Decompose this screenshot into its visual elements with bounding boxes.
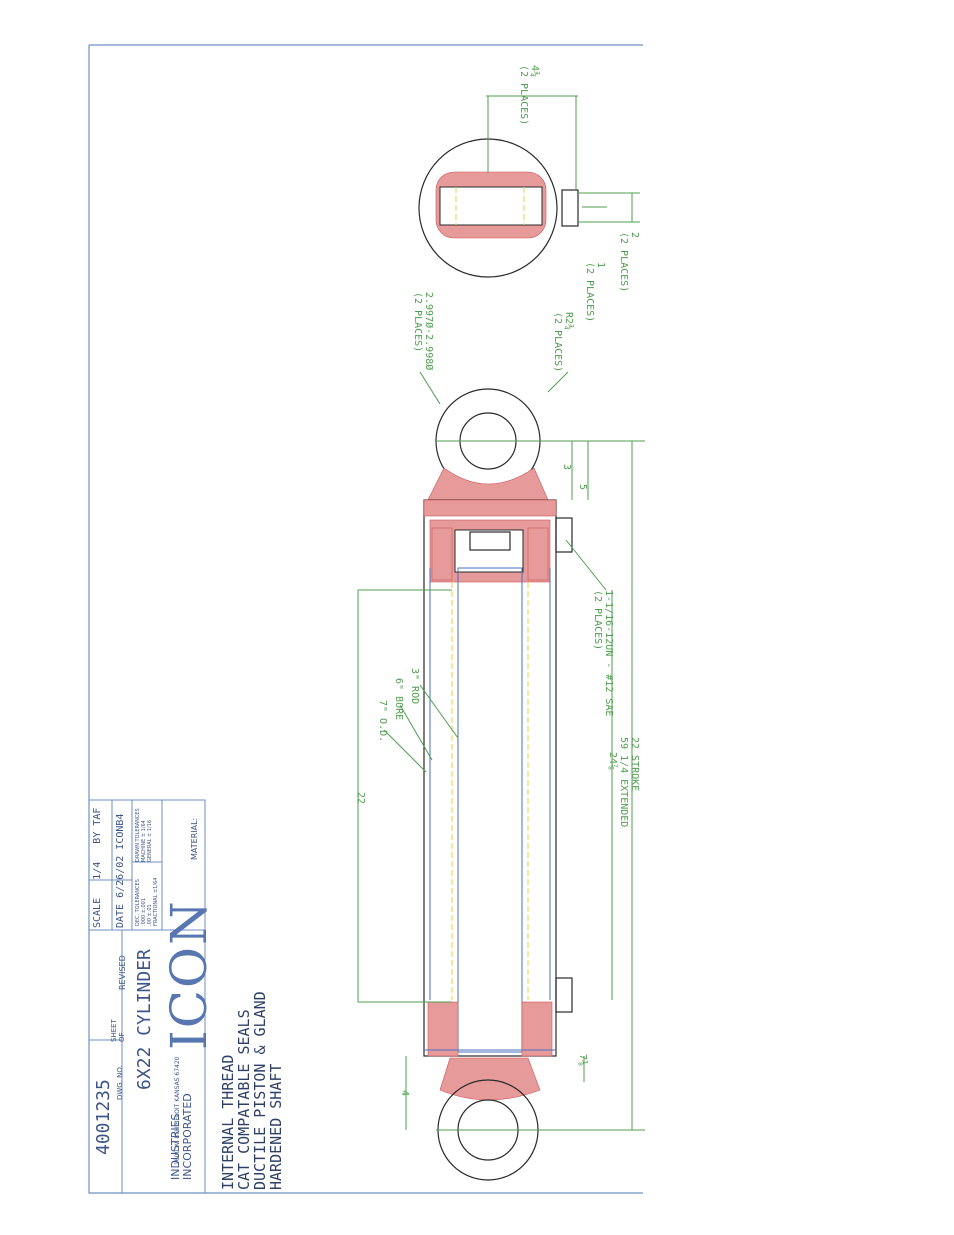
notes-block: INTERNAL THREAD CAT COMPATABLE SEALS DUC… <box>219 930 285 1190</box>
dim-pin-bore: 2.997Ø-2.998Ø (2 PLACES) <box>412 292 434 370</box>
tol-left-line: GENERAL ± 1/16 <box>147 819 153 862</box>
date-value: 6/26/02 <box>115 855 126 898</box>
dim-text: 2.997Ø-2.998Ø <box>423 292 434 371</box>
dim-22: 22 <box>355 792 366 805</box>
dimension-lines <box>357 371 633 1130</box>
dim-text: 22 STROKE <box>629 737 640 792</box>
dim-text: R2¾ <box>563 312 574 331</box>
scale-row: SCALE 1/4 BY TAF <box>92 808 103 928</box>
dim-radius: R2¾ (2 PLACES) <box>552 312 574 372</box>
end-view <box>418 95 640 278</box>
dim-text: 59 1/4 EXTENDED <box>618 737 629 828</box>
note-line: CAT COMPATABLE SEALS <box>235 1009 253 1190</box>
dim-rod: 3" ROD <box>409 668 420 705</box>
of-label-text: OF <box>118 1032 126 1042</box>
dim-text: 2 <box>629 232 640 239</box>
scale-value: 1/4 <box>92 861 103 880</box>
dim-7: 7⅜ <box>577 1054 588 1067</box>
scale-label: SCALE <box>92 897 103 928</box>
note-line: HARDENED SHAFT <box>267 1063 285 1190</box>
drawing-title: 6X22 CYLINDER <box>134 949 155 1090</box>
dim-3: 3 <box>561 464 572 471</box>
dim-port: 1-1/16-12UN - #12 SAE (2 PLACES) <box>592 590 614 716</box>
title-block-frame <box>88 799 206 1194</box>
logo-text: ICON <box>160 899 218 1050</box>
date-label: DATE <box>115 903 126 928</box>
sheet-label: SHEET OF <box>110 1019 126 1042</box>
dim-top-2: 2 (2 PLACES) <box>618 232 640 292</box>
company-logo: ICON <box>160 899 218 1050</box>
material-label: MATERIAL: <box>190 817 199 860</box>
dim-text: (2 PLACES) <box>584 262 595 323</box>
dim-od: 7" O.D. <box>377 700 388 743</box>
company-name-line2: INCORPORATED <box>181 1093 194 1180</box>
revised-label: REVISED <box>118 955 127 990</box>
dim-text: 4¾ <box>529 65 540 78</box>
note-line: DUCTILE PISTON & GLAND <box>251 991 269 1190</box>
dim-text: (2 PLACES) <box>518 65 529 126</box>
dim-text: (2 PLACES) <box>592 590 603 651</box>
dim-5: 5 <box>577 484 588 491</box>
decimal-tolerances: DEC. TOLERANCES .000 ±.001 .00 ±.01 FRAC… <box>135 878 159 926</box>
cylinder-body <box>423 388 645 1181</box>
dim-top-43: 4¾ (2 PLACES) <box>518 65 540 125</box>
by-label: BY <box>92 831 103 844</box>
note-line: INTERNAL THREAD <box>219 1054 237 1190</box>
dim-4: 4 <box>399 1090 410 1097</box>
tol-right-line: FRACTIONAL ±1/64 <box>153 877 159 926</box>
dim-text: (2 PLACES) <box>412 292 423 353</box>
dim-24: 24⅞ <box>607 752 618 771</box>
dim-top-1: 1 (2 PLACES) <box>584 262 606 322</box>
dim-text: 1 <box>595 262 606 269</box>
dim-text: (2 PLACES) <box>618 232 629 293</box>
dim-text: (2 PLACES) <box>552 312 563 373</box>
dim-text: 1-1/16-12UN - #12 SAE <box>603 590 614 717</box>
dim-bore: 6" BORE <box>393 678 404 721</box>
sheet-label-text: SHEET <box>110 1019 118 1042</box>
dwg-no-value: 4001235 <box>93 1079 114 1155</box>
by-value: TAF <box>92 807 103 826</box>
drawn-tolerances: DRAWN TOLERANCES MACHINE ± 1/64 GENERAL … <box>135 808 153 862</box>
company-address: 1600 W. 8TH BELOIT KANSAS 67420 <box>174 1056 181 1166</box>
dim-extended: 22 STROKE 59 1/4 EXTENDED <box>618 737 640 827</box>
date-row: DATE 6/26/02 ICONB4 <box>115 814 126 928</box>
dwg-no-label: DWG. NO. <box>116 1065 124 1100</box>
file-value: ICONB4 <box>115 813 126 850</box>
